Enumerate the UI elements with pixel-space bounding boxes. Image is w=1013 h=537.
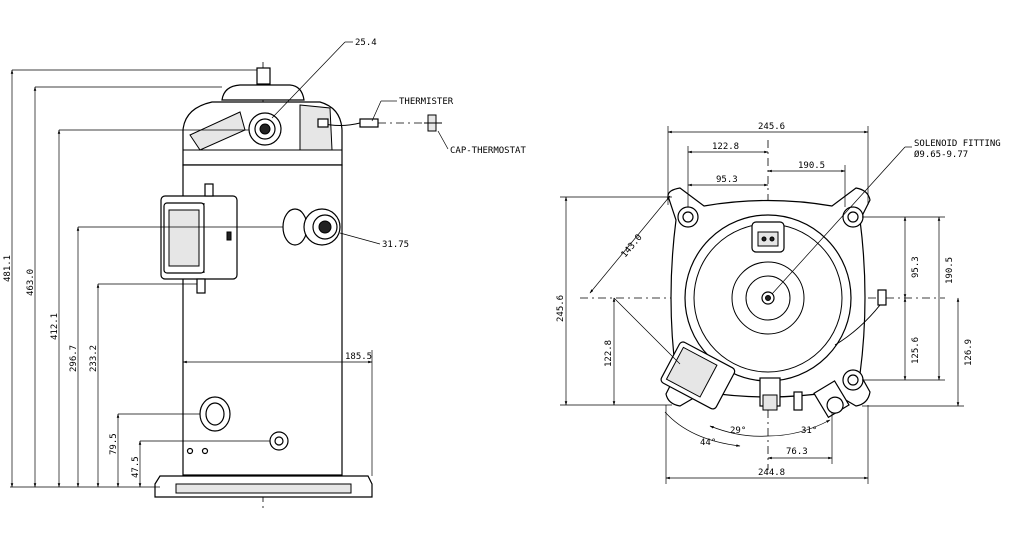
- dim-244-8: 244.8: [758, 468, 785, 478]
- dim-122-8-width: 122.8: [712, 142, 739, 152]
- dim-47-5: 47.5: [131, 456, 141, 478]
- dim-245-6-width: 245.6: [758, 122, 785, 132]
- dim-190-5-right: 190.5: [945, 257, 955, 284]
- dim-126-9-right: 126.9: [964, 339, 974, 366]
- label-solenoid-diameter: Ø9.65-9.77: [914, 149, 968, 160]
- angle-44: 44°: [700, 438, 716, 448]
- dim-125-6-right: 125.6: [911, 337, 921, 364]
- dim-463-0: 463.0: [26, 269, 36, 296]
- dim-412-1: 412.1: [50, 313, 60, 340]
- dim-143-0: 143.0: [620, 233, 645, 260]
- dim-190-5-width: 190.5: [798, 161, 825, 171]
- angle-31: 31°: [801, 426, 817, 436]
- dim-31-75: 31.75: [382, 240, 409, 250]
- dim-233-2: 233.2: [89, 345, 99, 372]
- dim-185-5: 185.5: [345, 352, 372, 362]
- label-solenoid-fitting: SOLENOID FITTING: [914, 139, 1001, 149]
- dim-79-5: 79.5: [109, 433, 119, 455]
- dim-25-4: 25.4: [355, 38, 377, 48]
- dim-481-1: 481.1: [3, 255, 13, 282]
- dim-95-3-width: 95.3: [716, 175, 738, 185]
- label-cap-thermostat: CAP-THERMOSTAT: [450, 146, 526, 156]
- angle-29: 29°: [730, 426, 746, 436]
- dim-245-6-height: 245.6: [556, 295, 566, 322]
- label-thermister: THERMISTER: [399, 97, 454, 107]
- dim-296-7: 296.7: [69, 345, 79, 372]
- compressor-side-view: [10, 41, 449, 510]
- dim-122-8-height: 122.8: [604, 340, 614, 367]
- dim-76-3: 76.3: [786, 447, 808, 457]
- compressor-top-view: [560, 126, 964, 484]
- dim-95-3-right: 95.3: [911, 256, 921, 278]
